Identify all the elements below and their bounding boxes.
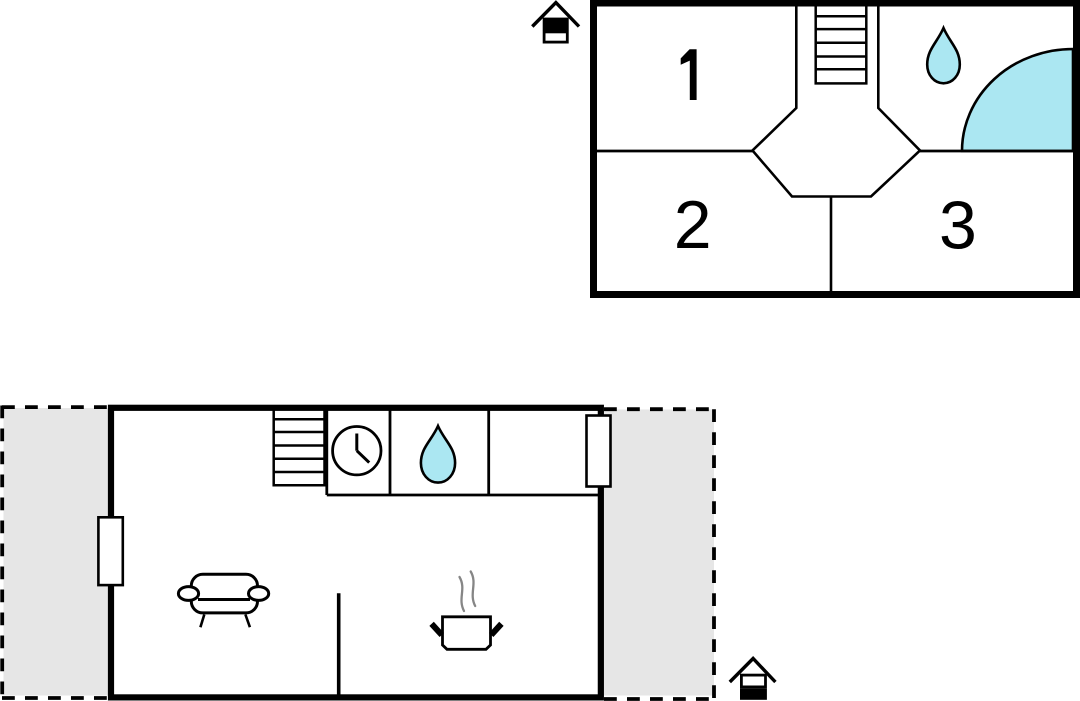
svg-text:2: 2 bbox=[674, 187, 712, 263]
svg-text:3: 3 bbox=[939, 188, 977, 264]
